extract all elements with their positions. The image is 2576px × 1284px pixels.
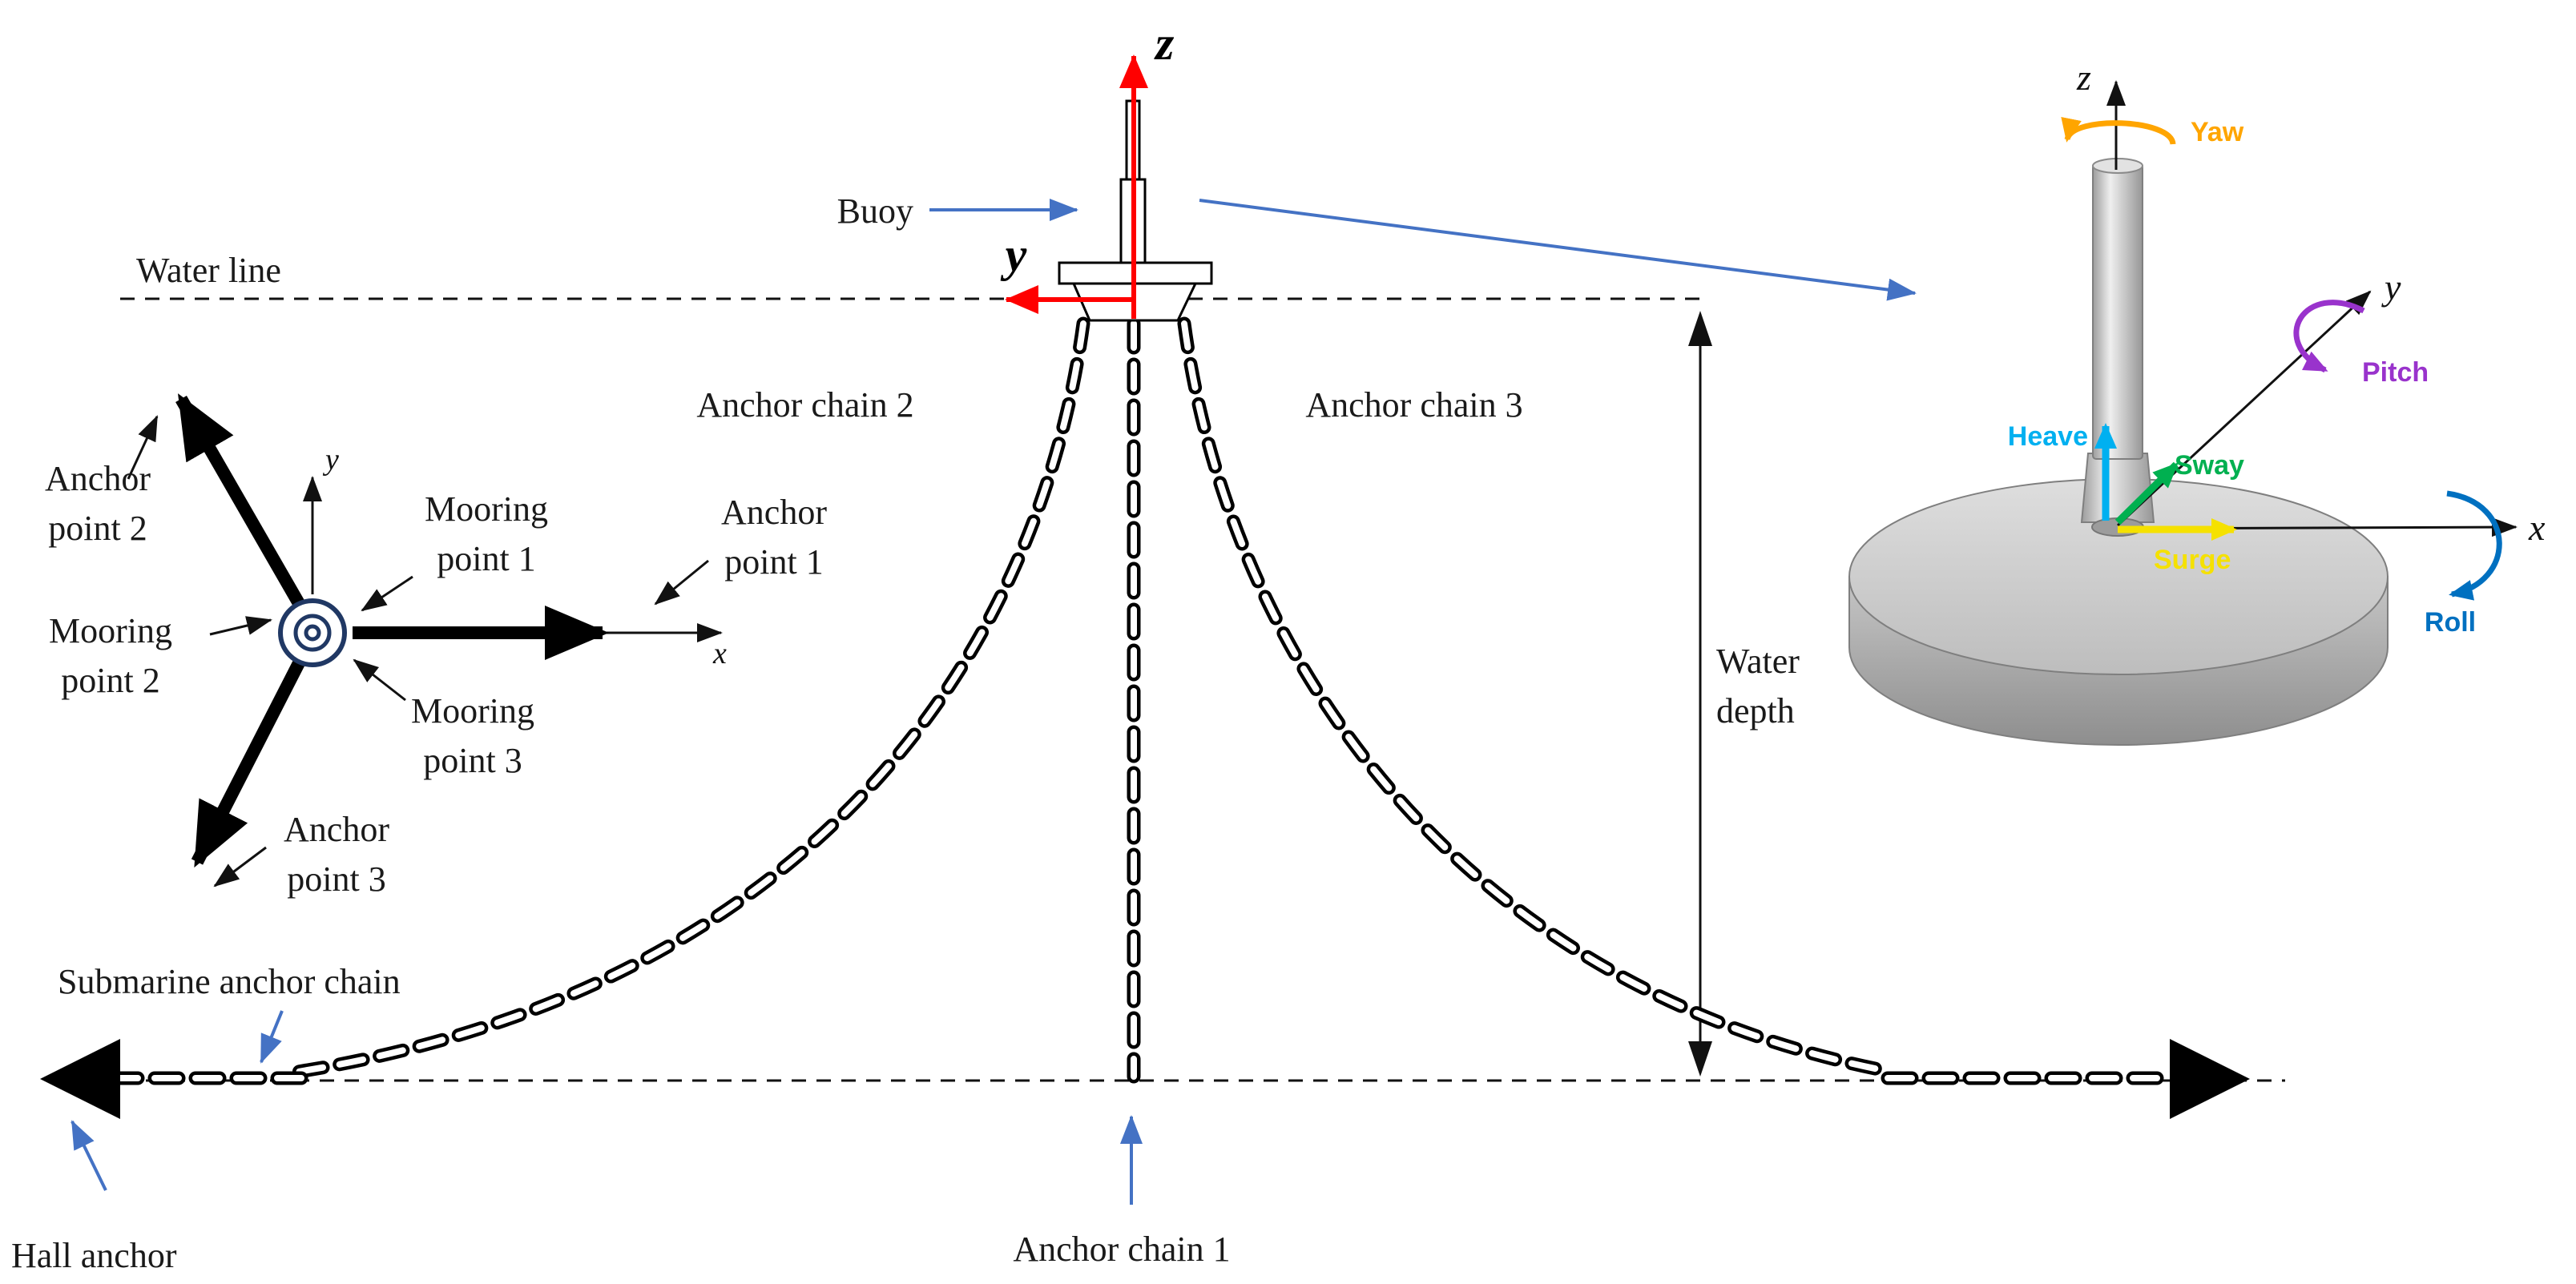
- y-axis-label: y: [1001, 228, 1027, 281]
- plan-x-axis-label: x: [712, 637, 727, 670]
- mooring-point-3-label-line2: point 3: [423, 741, 522, 780]
- mooring-point-3-pointer: [353, 658, 406, 702]
- sway-arrow: [2114, 461, 2179, 525]
- blue-callouts: [71, 199, 1917, 1205]
- anchor-chain-2-label: Anchor chain 2: [696, 385, 913, 425]
- dof-inset: z y x Yaw Pitch Roll Heave Sway Surge: [1848, 57, 2546, 746]
- buoy-body-axes: z y: [1001, 17, 1175, 319]
- buoy-mast-collar: [2080, 453, 2155, 523]
- mooring-point-2-pointer: [209, 616, 272, 636]
- inset-callout-arrow: [1199, 199, 1917, 301]
- hall-anchor-right: [2170, 1039, 2250, 1119]
- plan-y-axis-label: y: [322, 443, 339, 477]
- water-depth-arrow: [1688, 311, 1712, 1077]
- anchor-point-3-label-line2: point 3: [287, 859, 385, 899]
- dof-z-axis-label: z: [2076, 57, 2091, 98]
- anchor-point-2-label-line2: point 2: [48, 509, 147, 548]
- mooring-line-2: [175, 393, 308, 614]
- main-labels: Water line Buoy Anchor chain 2 Anchor ch…: [11, 191, 1800, 1275]
- submarine-anchor-chain-label: Submarine anchor chain: [58, 962, 401, 1001]
- surge-label: Surge: [2154, 545, 2231, 575]
- heave-label: Heave: [2008, 421, 2088, 452]
- hall-anchor-left: [40, 1039, 120, 1119]
- mooring-plan-inset: x y Anchor point 2 Mooring point 2 Moori…: [45, 393, 827, 899]
- mooring-point-1-label-line2: point 1: [437, 539, 535, 578]
- pitch-arrow: [2293, 300, 2365, 373]
- mooring-point-1-pointer: [361, 575, 413, 612]
- yaw-arrow: [2061, 116, 2176, 146]
- sway-label: Sway: [2175, 450, 2244, 481]
- anchor-chain-3-label: Anchor chain 3: [1305, 385, 1522, 425]
- mooring-point-3-label-line1: Mooring: [411, 691, 534, 731]
- anchor-point-2-label-line1: Anchor: [45, 459, 151, 498]
- buoy-mast-3d: [2092, 163, 2143, 460]
- submarine-callout-arrow: [260, 1010, 284, 1064]
- water-line-label: Water line: [136, 251, 281, 290]
- anchor-chain-3-curve-inner: [1181, 320, 1894, 1075]
- hall-anchor-label: Hall anchor: [11, 1236, 177, 1275]
- anchor-point-2-pointer: [127, 415, 159, 480]
- mooring-point-2-label-line2: point 2: [61, 661, 159, 700]
- water-depth-label-line1: Water: [1716, 642, 1800, 681]
- roll-label: Roll: [2425, 607, 2476, 638]
- water-depth-arrowhead-top: [1688, 311, 1712, 346]
- anchor-point-1-label-line2: point 1: [724, 542, 823, 582]
- water-depth-label-line2: depth: [1716, 691, 1795, 731]
- mooring-line-3: [191, 652, 309, 868]
- dof-x-axis-label: x: [2528, 507, 2546, 548]
- anchor-point-1-pointer: [654, 559, 709, 606]
- anchor-point-1-label-line1: Anchor: [721, 493, 827, 532]
- buoy-label: Buoy: [837, 191, 913, 231]
- anchor-point-3-label-line1: Anchor: [284, 810, 389, 849]
- mooring-point-1-label-line1: Mooring: [425, 489, 548, 529]
- mooring-hub-inner: [304, 624, 321, 642]
- mooring-point-2-label-line1: Mooring: [49, 611, 172, 650]
- roll-arrow: [2446, 490, 2502, 601]
- anchor-chain-1-label: Anchor chain 1: [1013, 1230, 1230, 1269]
- buoy-mast-top: [2092, 158, 2143, 174]
- z-axis-label: z: [1154, 17, 1175, 70]
- anchor-point-3-pointer: [213, 846, 267, 888]
- pitch-label: Pitch: [2362, 357, 2429, 388]
- dof-y-axis-label: y: [2381, 267, 2401, 308]
- hall-anchor-callout-arrow: [71, 1120, 107, 1191]
- anchor-chain-2-curve-inner: [295, 320, 1086, 1075]
- yaw-label: Yaw: [2191, 117, 2244, 147]
- anchor-chains: [110, 316, 2177, 1085]
- water-depth-arrowhead-bottom: [1688, 1041, 1712, 1077]
